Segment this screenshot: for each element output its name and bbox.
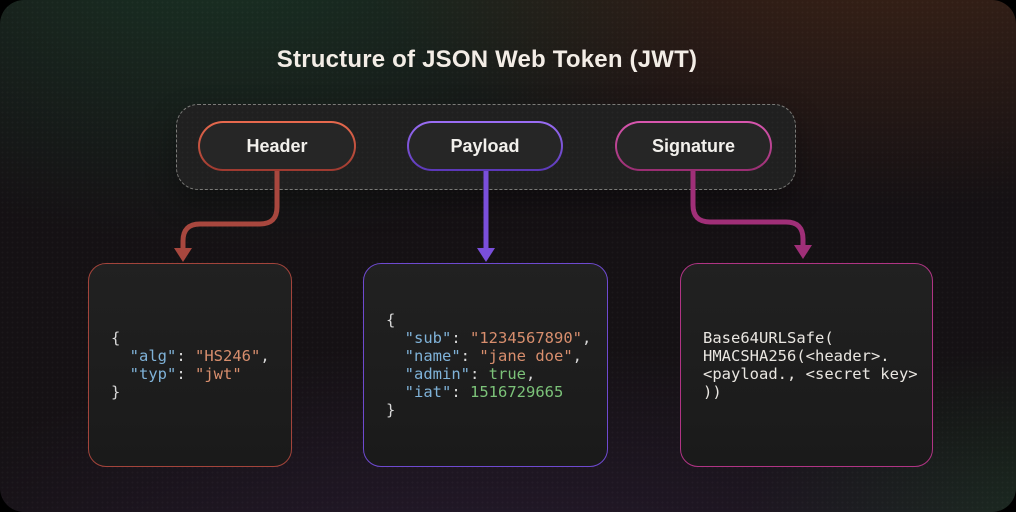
signature-code-box: Base64URLSafe(HMACSHA256(<header>.<paylo… [680, 263, 933, 467]
header-pill-label: Header [246, 135, 308, 156]
payload-code-box: { "sub": "1234567890", "name": "jane doe… [363, 263, 608, 467]
header-code-box: { "alg": "HS246", "typ": "jwt"} [88, 263, 292, 467]
signature-pill: Signature [615, 121, 772, 171]
signature-pill-label: Signature [651, 135, 735, 156]
payload-pill: Payload [407, 121, 563, 171]
payload-arrow-head-icon [477, 248, 495, 262]
header-arrow-head-icon [174, 248, 192, 262]
payload-code: { "sub": "1234567890", "name": "jane doe… [386, 311, 592, 419]
signature-code: Base64URLSafe(HMACSHA256(<header>.<paylo… [703, 329, 918, 401]
diagram-title: Structure of JSON Web Token (JWT) [276, 46, 698, 73]
header-code: { "alg": "HS246", "typ": "jwt"} [111, 329, 270, 401]
signature-arrow-head-icon [794, 245, 812, 259]
header-pill: Header [198, 121, 356, 171]
payload-pill-label: Payload [450, 135, 520, 156]
